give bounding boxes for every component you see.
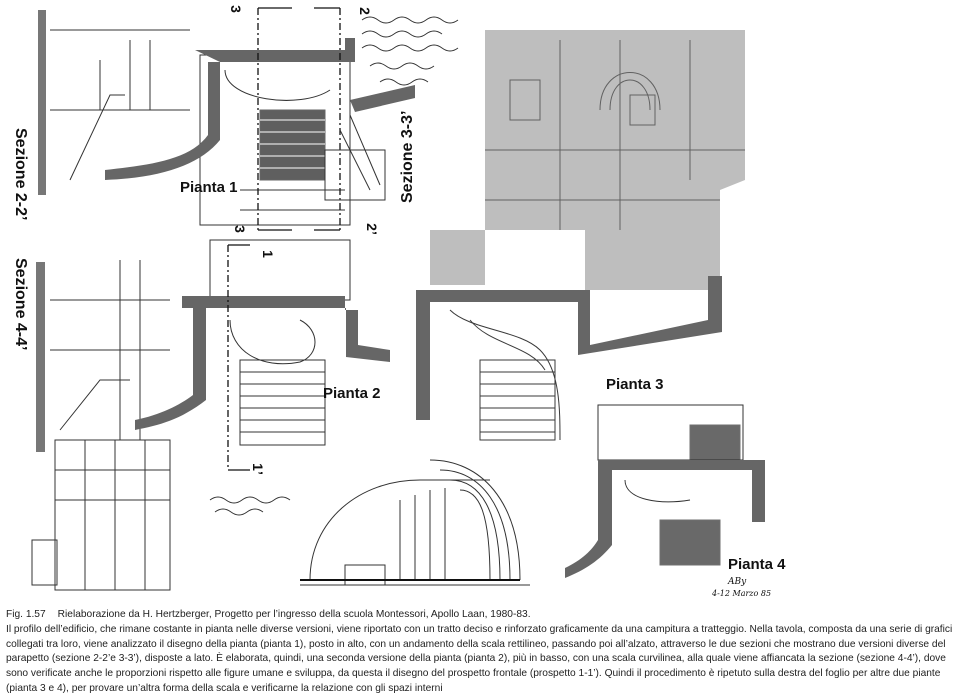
handwritten-notes (209, 16, 459, 516)
pianta-3-shaded-area (430, 30, 745, 290)
signature-date: 4-12 Marzo 85 (712, 589, 772, 598)
label-sezione-4-4: Sezione 4-4’ (12, 258, 29, 351)
pianta-1-profile-band (105, 38, 355, 180)
label-sezione-3-3: Sezione 3-3’ (399, 110, 416, 203)
caption-body: Il profilo dell’edificio, che rimane cos… (6, 623, 953, 694)
section-mark-3-top: 3 (227, 5, 244, 13)
label-pianta-3: Pianta 3 (606, 376, 664, 393)
elevation-sketch (300, 459, 530, 586)
signature: ABy (728, 577, 747, 587)
section-mark-1-mid: 1 (259, 250, 276, 258)
section-mark-2-top: 2 (356, 7, 373, 15)
section-mark-2-mid: 2’ (363, 223, 380, 235)
pianta-3-stair-sketch (449, 309, 561, 441)
architectural-sketch (31, 7, 765, 591)
section-mark-3-mid: 3 (231, 225, 248, 233)
sezione-4-4-sketch (50, 260, 170, 440)
pianta-4-profile-band (565, 460, 765, 578)
pianta-3-sketch (485, 40, 745, 230)
pianta-4-sketch (597, 404, 744, 566)
label-sezione-2-2: Sezione 2-2’ (12, 128, 29, 221)
label-pianta-4: Pianta 4 (728, 556, 786, 573)
sezione-2-2-sketch (50, 29, 190, 181)
section-mark-1-bottom: 1’ (249, 463, 266, 475)
prospetto-1-1-sketch (31, 439, 171, 591)
figure-caption: Fig. 1.57 Rielaborazione da H. Hertzberge… (6, 608, 956, 697)
pianta-3-profile-band (416, 276, 722, 420)
caption-title: Rielaborazione da H. Hertzberger, Proget… (57, 609, 531, 620)
figure-area: Pianta 1 Pianta 2 Pianta 3 Pianta 4 Sezi… (12, 5, 786, 598)
label-pianta-1: Pianta 1 (180, 179, 238, 196)
pianta-2-profile-band (135, 296, 390, 430)
caption-title-line: Fig. 1.57 Rielaborazione da H. Hertzberge… (6, 608, 956, 623)
label-pianta-2: Pianta 2 (323, 385, 381, 402)
sezione-4-4-wall (36, 262, 45, 452)
sezione-2-2-wall (38, 10, 46, 195)
caption-fig-number: Fig. 1.57 (6, 609, 46, 620)
sezione-3-3-sketch (324, 114, 386, 201)
